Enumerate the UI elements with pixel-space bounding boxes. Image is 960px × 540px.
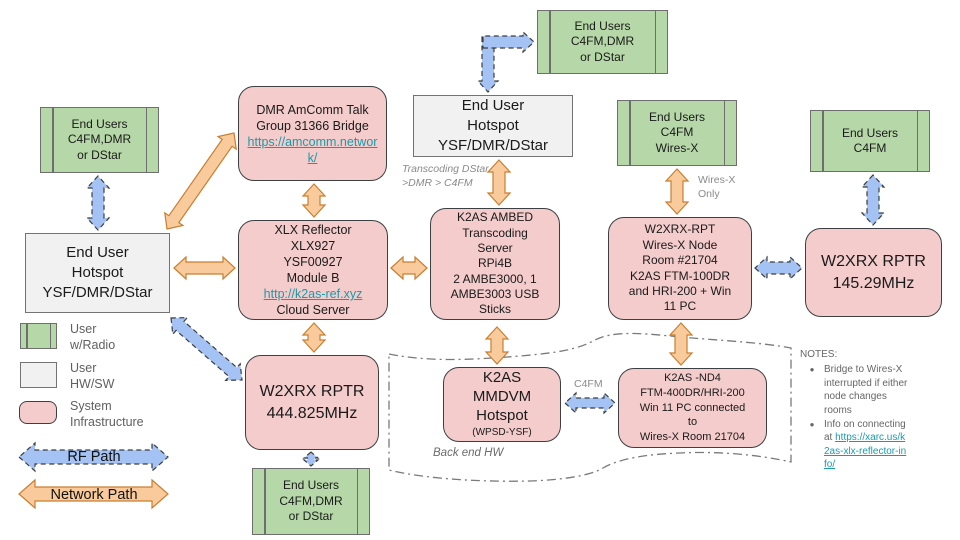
mmdvm-hotspot-label: K2AS MMDVM Hotspot xyxy=(472,369,532,424)
rf-path-legend-arrow xyxy=(18,441,169,473)
hotspot-left-box: End User Hotspot YSF/DMR/DStar xyxy=(25,233,170,313)
wpsd-ysf-label: (WPSD-YSF) xyxy=(472,426,532,438)
network-path-xlx-ambed xyxy=(390,255,428,281)
network-path-wiresx-rpt xyxy=(664,168,690,215)
legend-system-infra-label: System Infrastructure xyxy=(70,399,144,430)
network-path-hotspot-xlx xyxy=(173,255,236,281)
network-path-rpt-nd4 xyxy=(668,322,694,366)
hotspot-left-label: End User Hotspot YSF/DMR/DStar xyxy=(42,244,153,301)
nd4-label: K2AS -ND4 FTM-400DR/HRI-200 Win 11 PC co… xyxy=(639,371,746,444)
nd4-box: K2AS -ND4 FTM-400DR/HRI-200 Win 11 PC co… xyxy=(618,368,767,448)
w2xrx-rpt-box: W2XRX-RPT Wires-X Node Room #21704 K2AS … xyxy=(608,217,752,320)
notes-title: NOTES: xyxy=(800,349,838,360)
rptr-145-label: W2XRX RPTR 145.29MHz xyxy=(821,252,926,292)
network-path-hotspottop-ambed xyxy=(486,159,512,206)
rf-path-elbow-vertical xyxy=(476,36,500,93)
legend-user-radio-swatch xyxy=(20,323,57,349)
backend-hw-region xyxy=(388,332,792,482)
end-users-n-box: End Users C4FM,DMR or DStar xyxy=(537,10,668,74)
rptr-444-box: W2XRX RPTR 444.825MHz xyxy=(245,355,379,450)
end-users-e-box: End Users C4FM xyxy=(810,110,930,172)
end-users-wiresx-label: End Users C4FM Wires-X xyxy=(648,109,706,155)
k2as-ref-link[interactable]: http://k2as-ref.xyz xyxy=(263,287,363,301)
rf-path-rpt-145 xyxy=(754,255,803,281)
note-item-bridge: ● Bridge to Wires-X interrupted if eithe… xyxy=(800,363,932,417)
rf-path-endusers-145 xyxy=(860,174,886,226)
network-path-amcomm-xlx xyxy=(301,183,327,218)
xarc-reflector-link[interactable]: https://xarc.us/k2as-xlx-reflector-info/ xyxy=(824,432,907,471)
hotspot-top-label: End User Hotspot YSF/DMR/DStar xyxy=(437,97,548,154)
legend-user-radio-label: User w/Radio xyxy=(70,322,116,353)
bullet-icon: ● xyxy=(809,365,815,375)
legend-network-path-label: Network Path xyxy=(50,487,138,503)
end-users-nw-label: End Users C4FM,DMR or DStar xyxy=(67,116,132,162)
notes-block: NOTES: ● Bridge to Wires-X interrupted i… xyxy=(800,348,932,472)
bullet-icon: ● xyxy=(809,419,815,429)
rf-path-mmdvm-nd4 xyxy=(564,391,616,415)
w2xrx-rpt-label: W2XRX-RPT Wires-X Node Room #21704 K2AS … xyxy=(628,222,732,314)
notes-list: ● Bridge to Wires-X interrupted if eithe… xyxy=(800,363,932,471)
ambed-server-label: K2AS AMBED Transcoding Server RPi4B 2 AM… xyxy=(450,210,540,317)
end-users-e-label: End Users C4FM xyxy=(841,125,899,155)
end-users-s-box: End Users C4FM,DMR or DStar xyxy=(252,468,370,535)
xlx-reflector-box: XLX Reflector XLX927 YSF00927 Module B h… xyxy=(238,220,388,320)
note-item-info: ● Info on connecting at https://xarc.us/… xyxy=(800,418,932,472)
network-path-hotspot-amcomm xyxy=(164,132,237,230)
end-users-s-label: End Users C4FM,DMR or DStar xyxy=(279,478,343,524)
end-users-nw-box: End Users C4FM,DMR or DStar xyxy=(40,107,159,173)
hotspot-top-box: End User Hotspot YSF/DMR/DStar xyxy=(413,95,573,157)
amcomm-bridge-box: DMR AmComm Talk Group 31366 Bridge https… xyxy=(238,86,387,181)
backend-hw-note: Back end HW xyxy=(433,447,504,459)
legend-user-hwsw-swatch xyxy=(20,362,57,388)
rf-path-hotspot-444 xyxy=(170,316,243,382)
legend-user-hwsw-label: User HW/SW xyxy=(70,361,115,392)
amcomm-bridge-label: DMR AmComm Talk Group 31366 Bridge xyxy=(256,102,369,133)
rf-path-elbow-horizontal xyxy=(482,30,535,54)
cloud-server-label: Cloud Server xyxy=(276,303,350,317)
wiresx-only-note: Wires-X Only xyxy=(698,174,736,200)
rf-path-hotspot-endusers-nw xyxy=(85,175,111,231)
network-path-xlx-444 xyxy=(301,322,327,353)
rf-path-444-endusers-s xyxy=(302,451,320,467)
amcomm-link[interactable]: https://amcomm.network/ xyxy=(247,134,378,165)
transcoding-note: Transcoding DStar >DMR > C4FM xyxy=(402,163,489,189)
rptr-145-box: W2XRX RPTR 145.29MHz xyxy=(805,228,942,317)
end-users-n-label: End Users C4FM,DMR or DStar xyxy=(570,18,635,64)
legend-system-infra-swatch xyxy=(19,401,57,424)
mmdvm-hotspot-box: K2AS MMDVM Hotspot (WPSD-YSF) xyxy=(443,367,561,442)
end-users-wiresx-box: End Users C4FM Wires-X xyxy=(617,100,737,166)
c4fm-note: C4FM xyxy=(574,378,603,390)
legend-rf-path-label: RF Path xyxy=(67,449,121,465)
network-path-legend-arrow xyxy=(18,478,169,510)
ambed-server-box: K2AS AMBED Transcoding Server RPi4B 2 AM… xyxy=(430,208,560,320)
rptr-444-label: W2XRX RPTR 444.825MHz xyxy=(259,382,365,422)
xlx-reflector-label: XLX Reflector XLX927 YSF00927 Module B xyxy=(274,223,352,285)
network-path-ambed-mmdvm xyxy=(484,326,510,365)
